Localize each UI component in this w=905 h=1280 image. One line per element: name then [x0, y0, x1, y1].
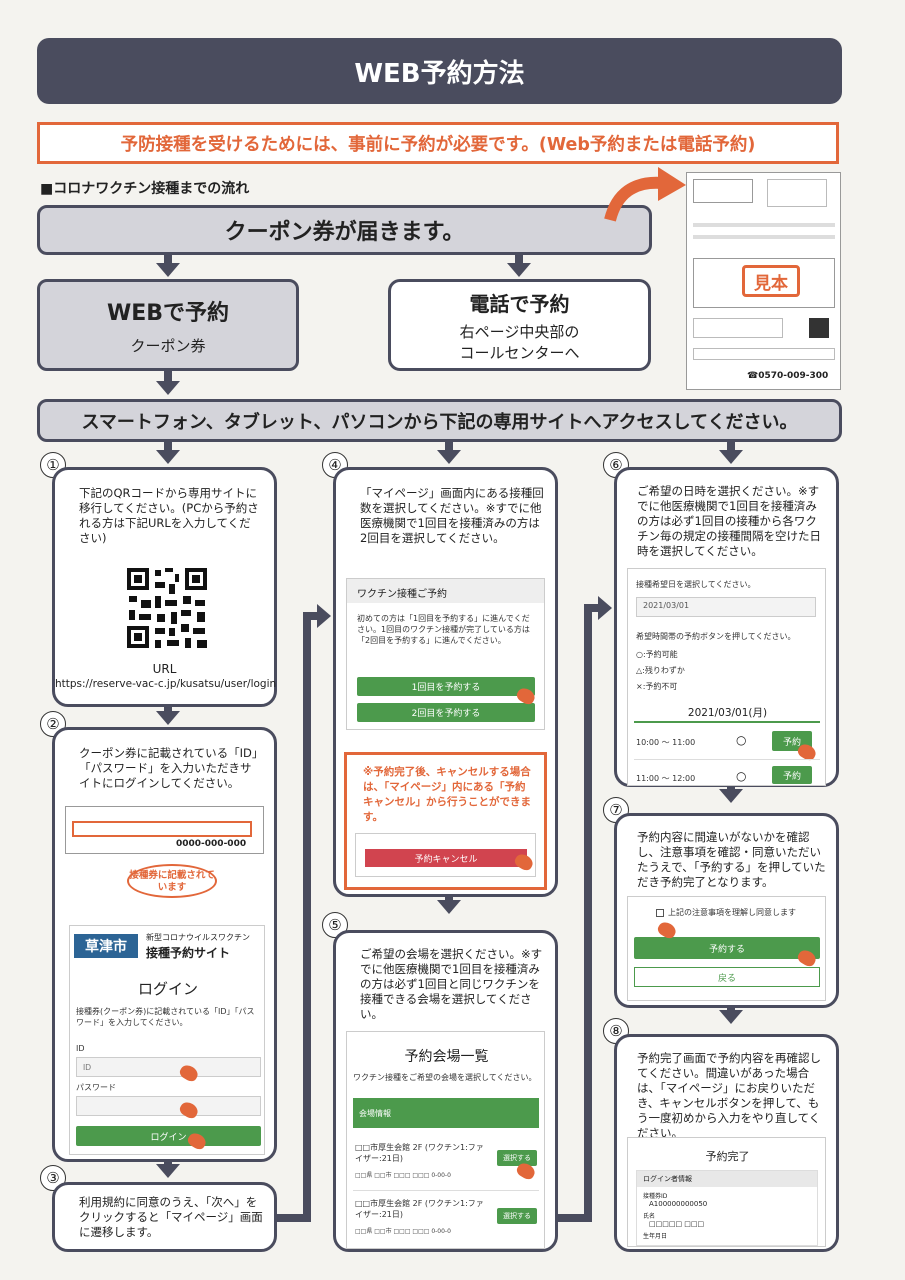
id-input[interactable] [76, 1057, 261, 1077]
vaccine-panel: ワクチン接種ご予約 初めての方は「1回目を予約する」に進んでください。1回目のワ… [346, 578, 545, 730]
completion-title: 予約完了 [705, 1150, 750, 1163]
coupon-snippet: 0000-000-000 [65, 806, 264, 854]
venue1-select-button[interactable]: 選択する [497, 1150, 537, 1166]
venue-list-desc: ワクチン接種をご希望の会場を選択してください。 [353, 1073, 537, 1082]
sample-coupon-image: 見本 ☎0570-009-300 [686, 172, 841, 390]
cancel-note: ※予約完了後、キャンセルする場合は、「マイページ」内にある「予約キャンセル」から… [363, 766, 531, 823]
confirm-panel: 上記の注意事項を理解し同意します 予約する 戻る [627, 896, 826, 1001]
step5-card: ご希望の会場を選択ください。※すでに他医療機関で1回目を接種済みの方は必ず1回目… [333, 930, 558, 1252]
url-link[interactable]: https://reserve-vac-c.jp/kusatsu/user/lo… [55, 678, 277, 690]
venue2-select-button[interactable]: 選択する [497, 1208, 537, 1224]
vaccine-panel-desc: 初めての方は「1回目を予約する」に進んでください。1回目のワクチン接種が完了して… [357, 614, 530, 645]
step4-card: 「マイページ」画面内にある接種回数を選択してください。※すでに他医療機関で1回目… [333, 467, 558, 897]
coupon-number: 0000-000-000 [176, 839, 247, 849]
sample-label: 見本 [742, 265, 800, 297]
phone-booking-title: 電話で予約 [469, 291, 570, 316]
venue2-name: □□市厚生会館 2F (ワクチン1:ファイザー:21日) [355, 1199, 484, 1219]
phone-booking-sub2: コールセンターへ [459, 343, 580, 362]
web-booking-title: WEBで予約 [106, 300, 230, 326]
site-title: 接種予約サイト [146, 946, 231, 960]
venue-list-header: 会場情報 [353, 1098, 539, 1128]
info-header: ログイン者情報 [637, 1171, 817, 1187]
phone-booking-sub1: 右ページ中央部の [459, 322, 580, 341]
web-booking-box: WEBで予約 クーポン券 [37, 279, 299, 371]
step2-text: クーポン券に記載されている「ID」「パスワード」を入力いただきサイトにログインし… [79, 746, 258, 790]
legend-available: ○:予約可能 [636, 650, 678, 659]
first-dose-button[interactable]: 1回目を予約する [357, 677, 535, 696]
step6-text: ご希望の日時を選択ください。※すでに他医療機関で1回目を接種済みの方は必ず1回目… [637, 484, 821, 558]
cancel-button[interactable]: 予約キャンセル [365, 849, 527, 867]
coupon-arrives-box: クーポン券が届きます。 [37, 205, 652, 255]
id-label: ID [76, 1044, 85, 1053]
venue1-address: □□県 □□市 □□□ □□□ 0-00-0 [355, 1172, 451, 1179]
submit-reserve-button[interactable]: 予約する [634, 937, 820, 959]
id-callout: 接種券に記載されています [127, 864, 217, 898]
site-sub: 新型コロナウイルスワクチン [146, 933, 250, 942]
legend-few: △:残りわずか [636, 666, 685, 675]
password-label: パスワード [76, 1083, 116, 1092]
step8-text: 予約完了画面で予約内容を再確認してください。間違いがあった場合は、「マイページ」… [637, 1051, 821, 1140]
login-button[interactable]: ログイン [76, 1126, 261, 1146]
field1-label: 接種券ID [643, 1193, 668, 1200]
date-input[interactable]: 2021/03/01 [636, 597, 816, 617]
step1-text: 下記のQRコードから専用サイトに移行してください。(PCから予約される方は下記U… [79, 486, 259, 545]
time-label: 希望時間帯の予約ボタンを押してください。 [636, 632, 796, 641]
flow-heading: ■コロナワクチン接種までの流れ [40, 181, 250, 197]
sample-phone: ☎0570-009-300 [747, 371, 829, 381]
url-label: URL [152, 662, 177, 676]
vaccine-panel-title: ワクチン接種ご予約 [347, 579, 544, 603]
step7-card: 予約内容に間違いがないかを確認し、注意事項を確認・同意いただいたうえで、「予約す… [614, 813, 839, 1008]
step1-card: 下記のQRコードから専用サイトに移行してください。(PCから予約される方は下記U… [52, 467, 277, 707]
datetime-panel: 接種希望日を選択してください。 2021/03/01 希望時間帯の予約ボタンを押… [627, 568, 826, 786]
password-input[interactable] [76, 1096, 261, 1116]
access-banner: スマートフォン、タブレット、パソコンから下記の専用サイトへアクセスしてください。 [37, 399, 842, 442]
step2-card: クーポン券に記載されている「ID」「パスワード」を入力いただきサイトにログインし… [52, 727, 277, 1162]
field2-label: 氏名 [643, 1213, 656, 1220]
slot1-mark: ○ [736, 733, 747, 747]
step1-number: ① [40, 452, 66, 478]
step8-card: 予約完了画面で予約内容を再確認してください。間違いがあった場合は、「マイページ」… [614, 1034, 839, 1252]
step5-text: ご希望の会場を選択ください。※すでに他医療機関で1回目を接種済みの方は必ず1回目… [360, 947, 543, 1021]
step6-card: ご希望の日時を選択ください。※すでに他医療機関で1回目を接種済みの方は必ず1回目… [614, 467, 839, 787]
cancel-note-box: ※予約完了後、キャンセルする場合は、「マイページ」内にある「予約キャンセル」から… [344, 752, 547, 890]
step2-number: ② [40, 711, 66, 737]
qr-code-icon [125, 566, 209, 650]
step3-text: 利用規約に同意のうえ、「次へ」をクリックすると「マイページ」画面に遷移します。 [79, 1195, 263, 1239]
slot2-mark: ○ [736, 769, 747, 783]
second-dose-button[interactable]: 2回目を予約する [357, 703, 535, 722]
venue1-name: □□市厚生会館 2F (ワクチン1:ファイザー:21日) [355, 1143, 484, 1163]
field2-value: □□□□□ □□□ [649, 1220, 705, 1228]
venue-list-title: 予約会場一覧 [404, 1049, 489, 1065]
slot1-time: 10:00 ～ 11:00 [636, 738, 696, 747]
login-heading: ログイン [137, 980, 198, 998]
city-logo: 草津市 [74, 934, 138, 958]
day-heading: 2021/03/01(月) [687, 707, 768, 719]
curved-arrow-icon [604, 167, 686, 222]
venue2-address: □□県 □□市 □□□ □□□ 0-00-0 [355, 1228, 451, 1235]
step7-text: 予約内容に間違いがないかを確認し、注意事項を確認・同意いただいたうえで、「予約す… [637, 830, 826, 889]
web-booking-sub: クーポン券 [130, 336, 206, 355]
step4-text: 「マイページ」画面内にある接種回数を選択してください。※すでに他医療機関で1回目… [360, 486, 544, 545]
legend-full: ×:予約不可 [636, 682, 678, 691]
agree-label: 上記の注意事項を理解し同意します [668, 908, 796, 917]
completion-panel: 予約完了 ログイン者情報 接種券ID A100000000050 氏名 □□□□… [627, 1137, 826, 1247]
agree-checkbox[interactable] [656, 909, 664, 917]
slot2-time: 11:00 ～ 12:00 [636, 774, 696, 783]
date-label: 接種希望日を選択してください。 [636, 580, 756, 589]
field3-label: 生年月日 [643, 1233, 668, 1240]
back-button[interactable]: 戻る [634, 967, 820, 987]
login-desc: 接種券(クーポン券)に記載されている「ID」「パスワード」を入力してください。 [76, 1007, 255, 1027]
phone-booking-box: 電話で予約 右ページ中央部の コールセンターへ [388, 279, 651, 371]
slot2-reserve-button[interactable]: 予約 [772, 766, 812, 784]
venue-list: 予約会場一覧 ワクチン接種をご希望の会場を選択してください。 会場情報 □□市厚… [346, 1031, 545, 1249]
login-screen: 草津市 新型コロナウイルスワクチン 接種予約サイト ログイン 接種券(クーポン券… [69, 925, 265, 1155]
field1-value: A100000000050 [649, 1200, 708, 1208]
notice-banner: 予防接種を受けるためには、事前に予約が必要です。(Web予約または電話予約) [37, 122, 839, 164]
page-title: WEB予約方法 [37, 38, 842, 104]
step3-card: 利用規約に同意のうえ、「次へ」をクリックすると「マイページ」画面に遷移します。 [52, 1182, 277, 1252]
